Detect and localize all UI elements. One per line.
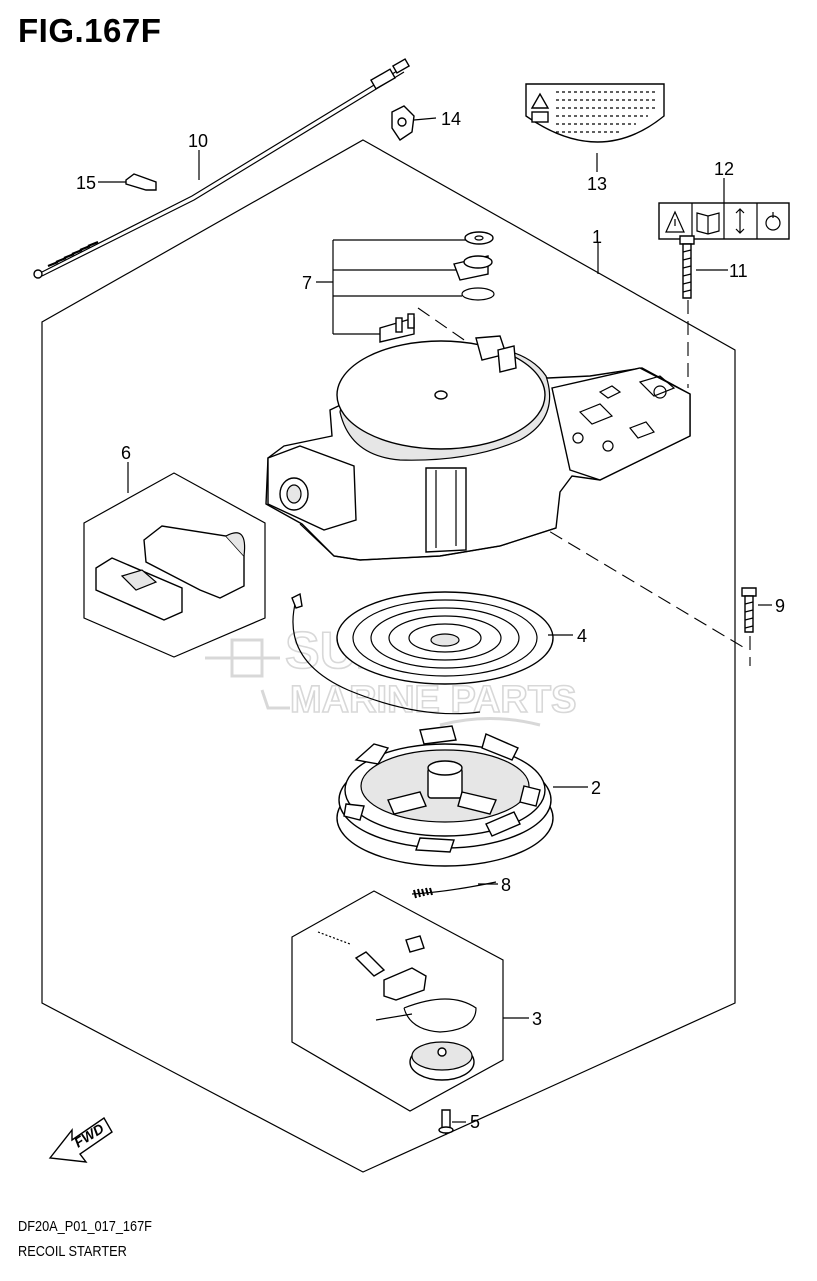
figure-title: FIG.167F (18, 12, 162, 49)
start-knob-icon (765, 212, 781, 231)
pawl-kit-box (291, 890, 504, 1112)
callout-3: 3 (532, 1009, 542, 1029)
callout-7: 7 (302, 273, 312, 293)
callout-10: 10 (188, 131, 208, 151)
watermark-line2: MARINE PARTS (290, 679, 576, 721)
warning-triangle-icon (665, 210, 685, 233)
callout-15: 15 (76, 173, 96, 193)
callout-9: 9 (775, 596, 785, 616)
starter-reel (336, 725, 554, 867)
callout-14: 14 (441, 109, 461, 129)
callout-2: 2 (591, 778, 601, 798)
figure-code: DF20A_P01_017_167F (18, 1218, 152, 1235)
fwd-arrow: FWD (48, 1116, 113, 1163)
starter-rope (33, 58, 411, 279)
label-12 (658, 202, 790, 240)
callout-1: 1 (592, 227, 602, 247)
callout-13: 13 (587, 174, 607, 194)
callout-8: 8 (501, 875, 511, 895)
figure-name: RECOIL STARTER (18, 1243, 127, 1260)
starter-case (265, 335, 691, 561)
bolt-9 (741, 587, 757, 633)
callout-4: 4 (577, 626, 587, 646)
handle-kit-box (83, 472, 266, 658)
callout-11: 11 (729, 261, 748, 281)
handle-kit (95, 525, 246, 621)
callout-12: 12 (714, 159, 734, 179)
pawl-kit (317, 931, 477, 1081)
callout-numbers: 1 2 3 4 5 6 7 8 9 10 11 12 13 14 15 (76, 109, 785, 1132)
bracket-7 (316, 239, 468, 335)
callout-6: 6 (121, 443, 131, 463)
recoil-spring (291, 591, 554, 715)
bolt-11 (679, 235, 695, 299)
part-7-set (379, 231, 495, 343)
callout-5: 5 (470, 1112, 480, 1132)
assembly-outline (41, 139, 736, 1173)
manual-book-icon (696, 212, 720, 235)
rope-clip (125, 173, 157, 191)
leader-lines (98, 117, 772, 1123)
label-13 (525, 83, 665, 143)
up-down-arrow-icon (735, 208, 745, 234)
screw-5 (438, 1109, 454, 1136)
